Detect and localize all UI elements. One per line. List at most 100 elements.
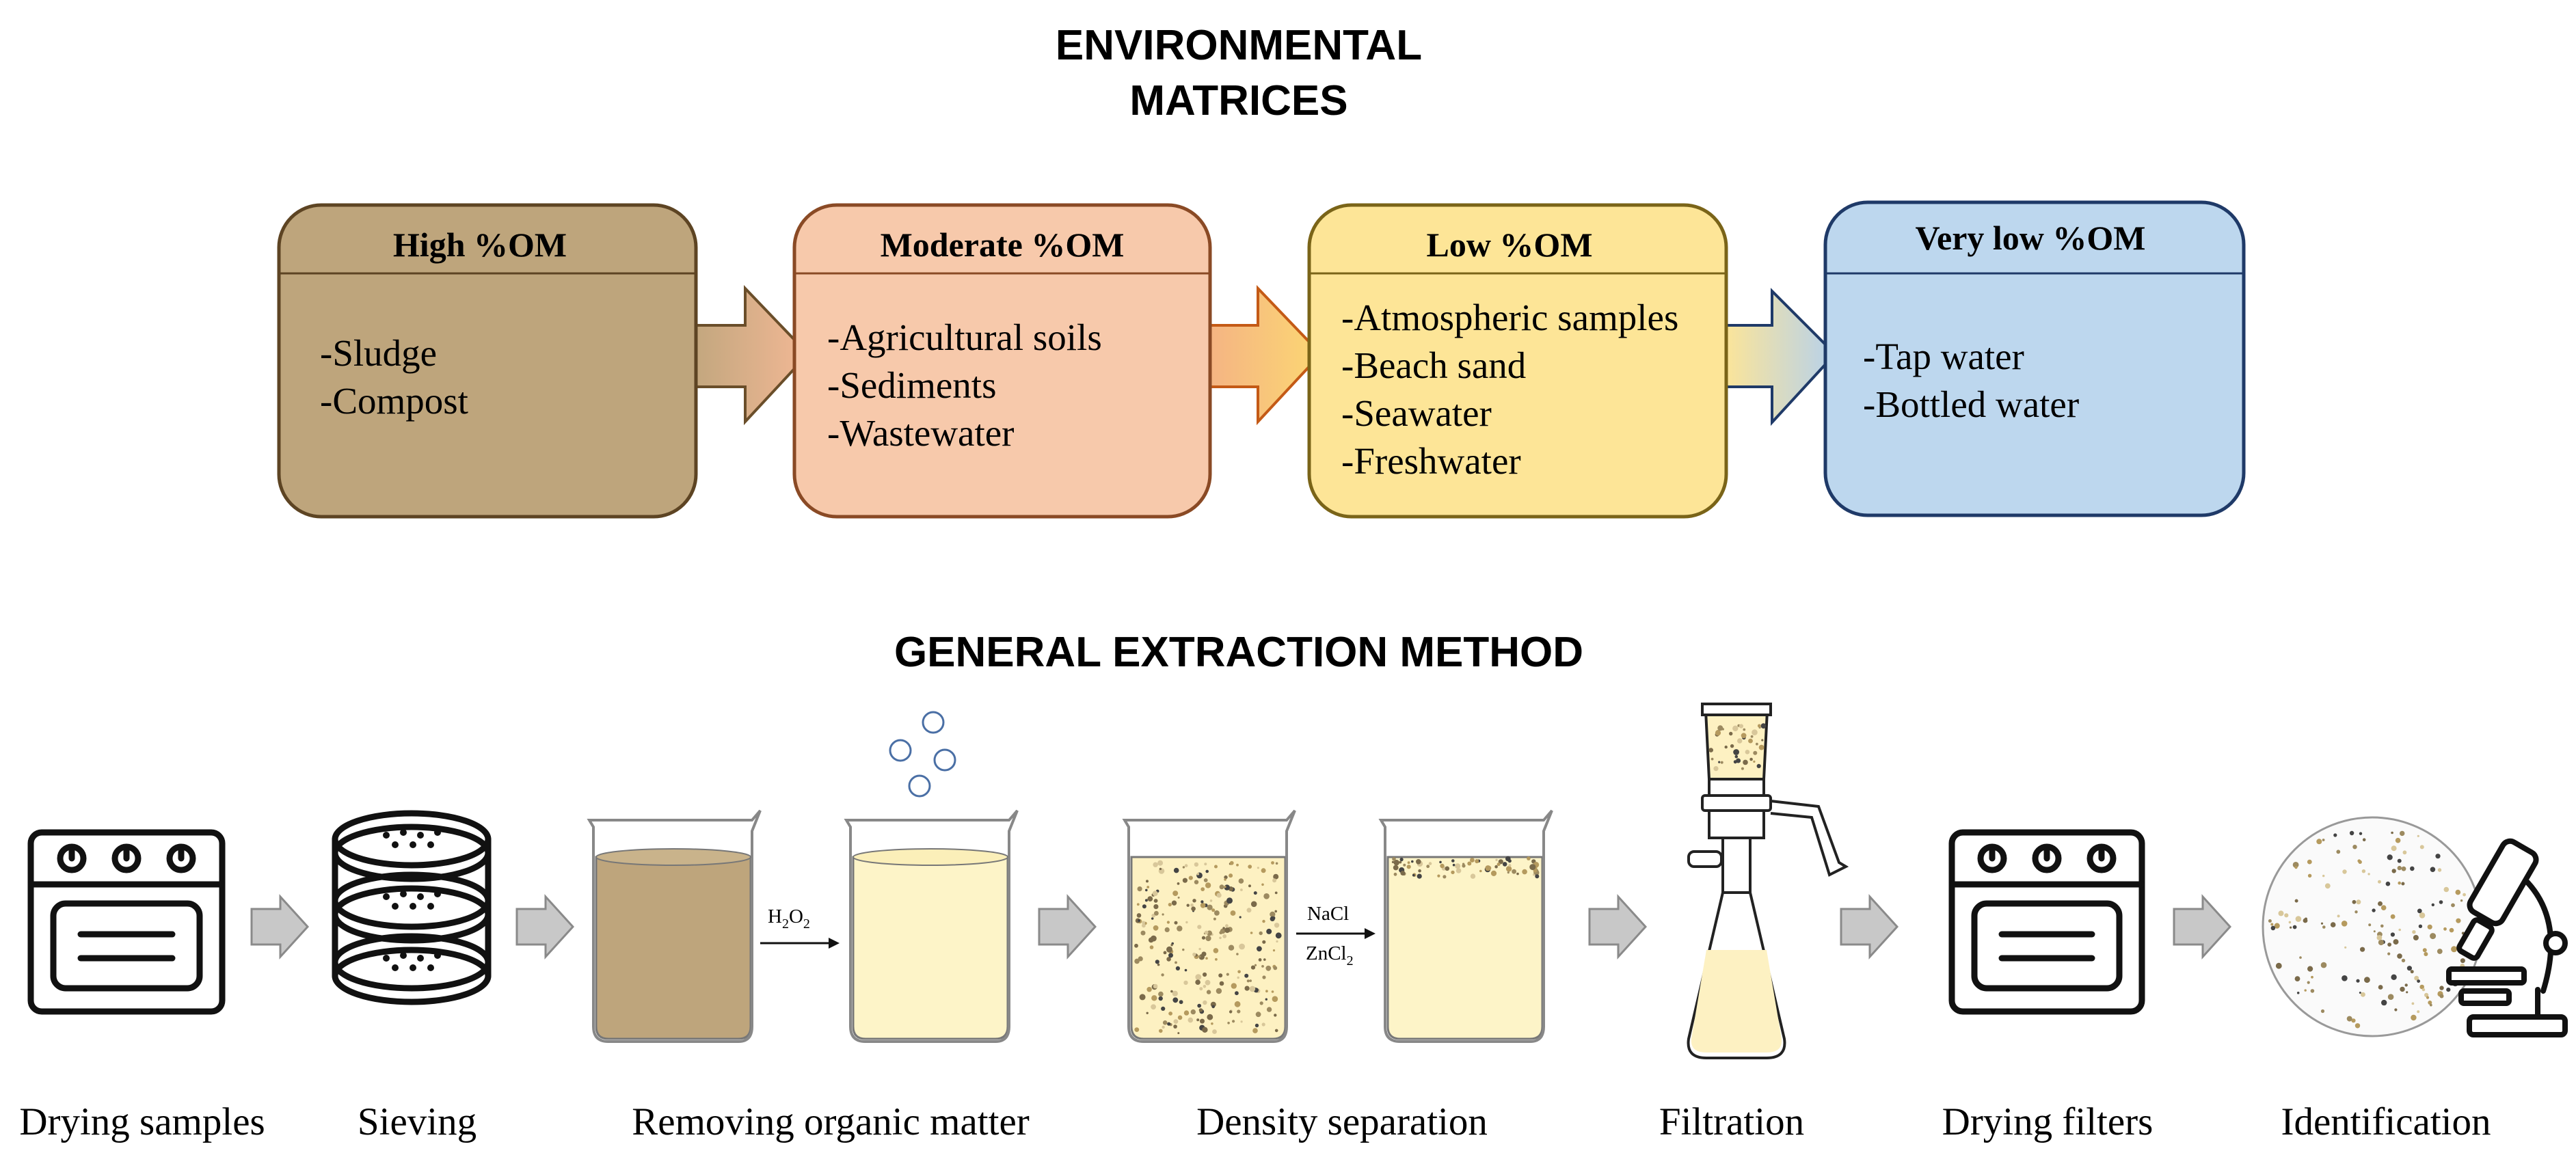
particle xyxy=(2316,839,2322,845)
particle xyxy=(1237,970,1241,974)
particle xyxy=(2437,868,2442,872)
particle xyxy=(1224,878,1226,881)
particle xyxy=(2275,962,2282,969)
particle xyxy=(1240,888,1243,891)
particle xyxy=(2397,858,2402,863)
particle xyxy=(1418,869,1421,873)
reaction-arrow: NaCl ZnCl2 xyxy=(1296,903,1376,968)
particle xyxy=(1758,744,1765,750)
particle xyxy=(1168,953,1173,958)
particle xyxy=(1248,884,1251,888)
particle xyxy=(1174,921,1178,925)
particle xyxy=(1403,863,1406,867)
particle xyxy=(2359,832,2363,835)
particle xyxy=(2460,899,2463,902)
particle xyxy=(2356,979,2360,983)
particle xyxy=(2296,992,2300,994)
particle xyxy=(2274,923,2280,929)
particle xyxy=(1151,913,1155,918)
particle xyxy=(1211,908,1216,912)
particle xyxy=(2431,903,2434,907)
particle xyxy=(2310,989,2315,993)
particle xyxy=(2378,901,2383,906)
particle xyxy=(2341,921,2348,927)
particle xyxy=(1732,725,1739,732)
particle xyxy=(1739,724,1743,729)
particle xyxy=(1226,897,1233,904)
particle xyxy=(1215,958,1218,961)
particle xyxy=(2398,881,2401,885)
particle xyxy=(2437,949,2443,954)
particle xyxy=(1224,875,1228,880)
matrix-title: Low %OM xyxy=(1426,226,1592,264)
particle xyxy=(1186,904,1190,907)
particle xyxy=(2428,1001,2432,1005)
particle xyxy=(1179,1000,1183,1005)
step-arrow xyxy=(1840,894,1899,960)
particle xyxy=(1273,873,1279,880)
particle xyxy=(1188,1017,1194,1023)
particle xyxy=(1274,910,1277,913)
particle xyxy=(1250,901,1257,908)
particle xyxy=(1741,767,1744,770)
particle xyxy=(1270,911,1276,917)
particle xyxy=(2295,916,2302,922)
particle xyxy=(1219,936,1222,940)
particle xyxy=(1259,931,1263,936)
particle xyxy=(1708,748,1713,752)
particle xyxy=(1265,998,1268,1001)
particle xyxy=(1205,957,1208,960)
particle xyxy=(2400,986,2405,992)
particle xyxy=(1211,1005,1215,1009)
particle xyxy=(2378,939,2384,946)
particle xyxy=(2307,873,2312,878)
particle xyxy=(2419,984,2424,990)
particle xyxy=(1151,1004,1156,1010)
particle xyxy=(1205,882,1211,888)
particle xyxy=(1214,865,1218,869)
particle xyxy=(2294,866,2298,869)
particle xyxy=(1146,1011,1149,1015)
particle xyxy=(1197,925,1202,929)
particle xyxy=(2387,952,2391,955)
particle xyxy=(1238,878,1244,884)
particle xyxy=(1533,873,1535,876)
particle xyxy=(1736,758,1741,763)
particle xyxy=(1152,891,1158,897)
particle xyxy=(1254,964,1257,966)
particle xyxy=(1229,873,1233,878)
particle xyxy=(1440,863,1445,869)
particle xyxy=(1203,878,1208,882)
particle xyxy=(2404,983,2408,987)
particle xyxy=(1417,873,1422,879)
particle xyxy=(1153,862,1158,867)
step-arrow xyxy=(250,894,310,960)
particle xyxy=(2294,976,2300,981)
particle xyxy=(2320,962,2327,968)
particle xyxy=(1153,904,1159,910)
matrix-box-very-low: Very low %OM -Tap water -Bottled water xyxy=(1823,200,2246,517)
particle xyxy=(2376,935,2383,940)
particle xyxy=(2449,927,2454,933)
particle xyxy=(2322,839,2325,841)
particle xyxy=(1182,948,1185,951)
vacuum-filtration-icon xyxy=(1687,703,1849,1059)
particle xyxy=(1142,904,1146,909)
particle xyxy=(1211,1022,1213,1025)
particle xyxy=(1239,943,1245,950)
particle xyxy=(1138,919,1140,922)
particle xyxy=(1148,937,1154,943)
particle xyxy=(1445,866,1450,871)
particle xyxy=(2393,939,2399,945)
particle xyxy=(2401,958,2406,963)
particle xyxy=(1745,750,1750,755)
particle xyxy=(1734,755,1739,759)
particle xyxy=(1443,875,1447,879)
particle xyxy=(1230,910,1236,916)
particle xyxy=(1255,1011,1261,1018)
particle xyxy=(2419,845,2424,850)
particle xyxy=(2397,865,2402,871)
particle xyxy=(1392,857,1396,861)
step-arrows xyxy=(250,894,2232,960)
particle xyxy=(2360,947,2365,952)
